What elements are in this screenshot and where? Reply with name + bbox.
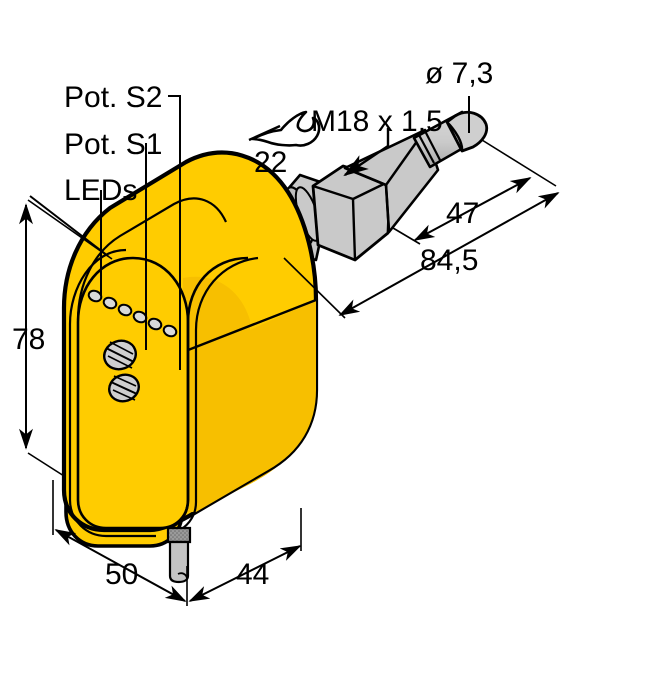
sensor-housing (61, 150, 319, 584)
probe-diameter-label: ø 7,3 (425, 57, 493, 90)
housing-lid-edge-top (76, 197, 228, 321)
led-row (87, 289, 178, 338)
dimension-44 (188, 508, 302, 602)
led-indicator (117, 303, 133, 317)
thread-label: M18 x 1,5 (311, 105, 443, 138)
dimension-label-44: 44 (236, 558, 269, 591)
wrench-size-label: 22 (254, 146, 287, 179)
led-indicator (162, 324, 178, 338)
dimension-label-78: 78 (12, 323, 45, 356)
led-indicator (147, 317, 163, 331)
led-indicator (87, 289, 103, 303)
wrench-icon (248, 110, 321, 147)
housing-side-shade (183, 276, 316, 512)
leds-label: LEDs (64, 174, 137, 207)
dimension-label-47: 47 (446, 197, 479, 230)
dimension-78 (19, 199, 113, 477)
thread-leader-line (343, 128, 390, 177)
dimension-84-5 (283, 192, 560, 319)
potentiometer-s1-screw[interactable] (100, 336, 140, 373)
dimension-label-84-5: 84,5 (420, 244, 478, 277)
dimension-50 (52, 480, 188, 606)
pot-s1-label: Pot. S1 (64, 128, 162, 161)
dimension-label-50: 50 (105, 558, 138, 591)
housing-seam-line (182, 298, 317, 354)
led-indicator (102, 296, 118, 310)
callout-leader-lines (29, 95, 181, 370)
potentiometer-s2-screw[interactable] (105, 371, 142, 406)
pot-s2-label: Pot. S2 (64, 81, 162, 114)
